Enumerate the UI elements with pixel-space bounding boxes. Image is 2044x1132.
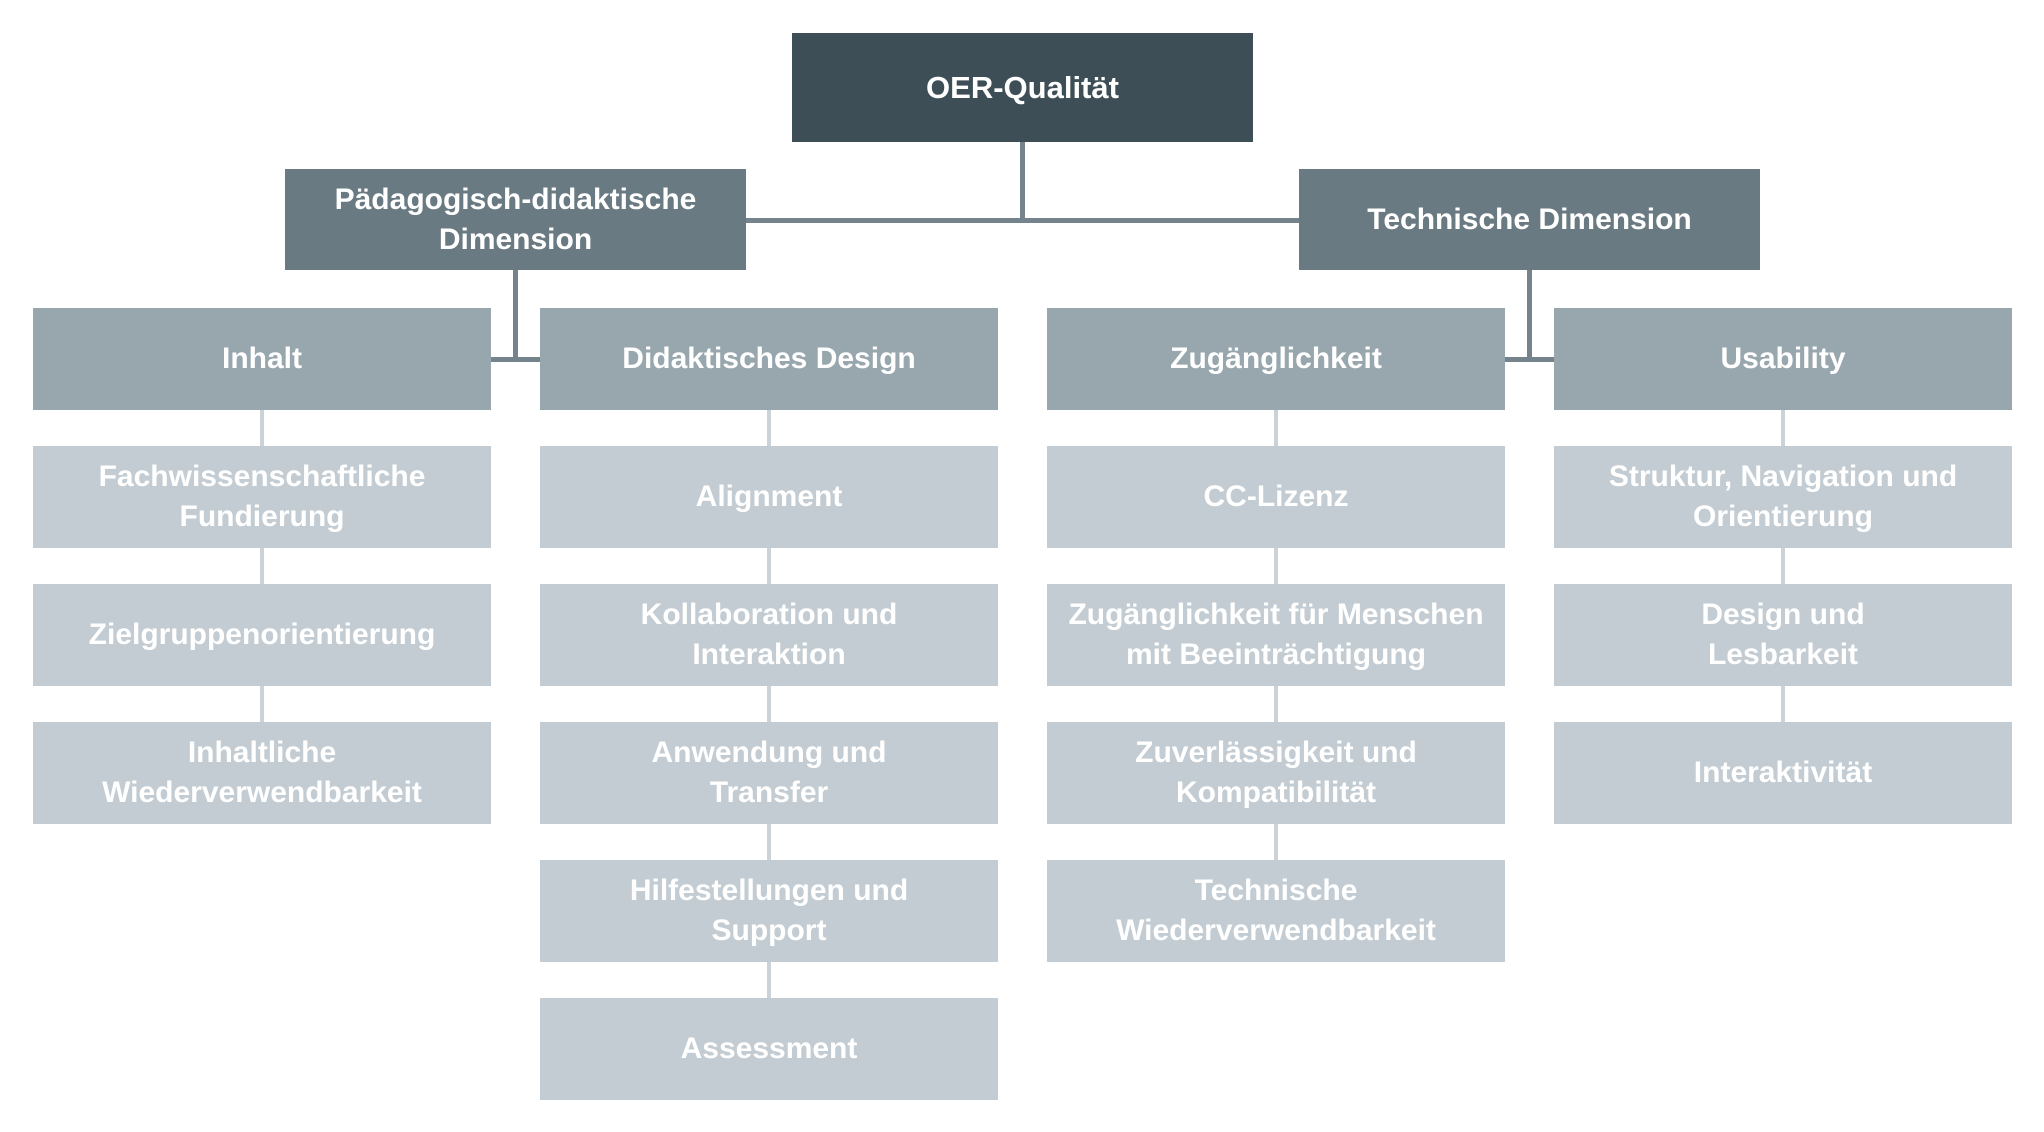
node-paedagogisch-didaktische-dimension: Pädagogisch-didaktische Dimension (285, 169, 746, 270)
connector-line (260, 548, 264, 584)
node-kollaboration-und-interaktion: Kollaboration und Interaktion (540, 584, 998, 686)
node-zielgruppenorientierung: Zielgruppenorientierung (33, 584, 491, 686)
connector-line (1781, 410, 1785, 446)
node-zuverlaessigkeit-und-kompatibilitaet: Zuverlässigkeit und Kompatibilität (1047, 722, 1505, 824)
node-inhalt: Inhalt (33, 308, 491, 410)
node-design-und-lesbarkeit: Design und Lesbarkeit (1554, 584, 2012, 686)
connector-line (746, 218, 1299, 223)
connector-line (1274, 548, 1278, 584)
connector-line (767, 410, 771, 446)
node-assessment: Assessment (540, 998, 998, 1100)
node-fachwissenschaftliche-fundierung: Fachwissenschaftliche Fundierung (33, 446, 491, 548)
node-didaktisches-design: Didaktisches Design (540, 308, 998, 410)
connector-line (1505, 357, 1554, 362)
connector-line (1274, 686, 1278, 722)
node-technische-wiederverwendbarkeit: Technische Wiederverwendbarkeit (1047, 860, 1505, 962)
connector-line (260, 410, 264, 446)
node-inhaltliche-wiederverwendbarkeit: Inhaltliche Wiederverwendbarkeit (33, 722, 491, 824)
connector-line (1274, 410, 1278, 446)
node-zugaenglichkeit: Zugänglichkeit (1047, 308, 1505, 410)
connector-line (767, 548, 771, 584)
node-hilfestellungen-und-support: Hilfestellungen und Support (540, 860, 998, 962)
node-usability: Usability (1554, 308, 2012, 410)
node-anwendung-und-transfer: Anwendung und Transfer (540, 722, 998, 824)
node-zugaenglichkeit-fuer-menschen: Zugänglichkeit für Menschen mit Beeinträ… (1047, 584, 1505, 686)
node-technische-dimension: Technische Dimension (1299, 169, 1760, 270)
connector-line (767, 962, 771, 998)
connector-line (1274, 824, 1278, 860)
connector-line (1781, 686, 1785, 722)
node-interaktivitaet: Interaktivität (1554, 722, 2012, 824)
connector-line (1020, 142, 1025, 223)
connector-line (1527, 270, 1532, 362)
connector-line (767, 686, 771, 722)
node-alignment: Alignment (540, 446, 998, 548)
connector-line (1781, 548, 1785, 584)
node-struktur-navigation-und-orientierung: Struktur, Navigation und Orientierung (1554, 446, 2012, 548)
connector-line (260, 686, 264, 722)
node-cc-lizenz: CC-Lizenz (1047, 446, 1505, 548)
connector-line (491, 357, 540, 362)
connector-line (767, 824, 771, 860)
node-oer-qualitaet: OER-Qualität (792, 33, 1253, 142)
connector-line (513, 270, 518, 362)
